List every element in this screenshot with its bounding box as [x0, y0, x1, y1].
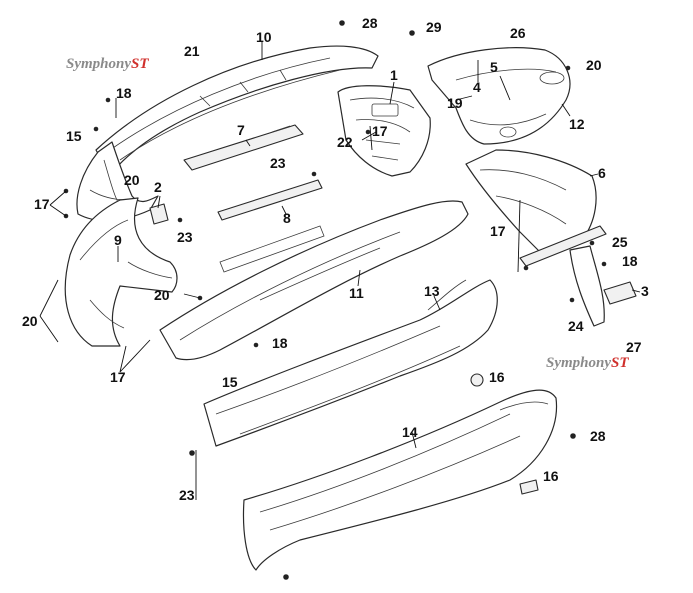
callout-24: 24: [568, 318, 584, 334]
logo-symphony-st-top: SymphonyST: [66, 56, 149, 72]
logo-symphony-st-bottom: SymphonyST: [546, 355, 629, 371]
callout-16-a: 16: [489, 369, 505, 385]
callout-20-right: 20: [586, 57, 602, 73]
callout-25: 25: [612, 234, 628, 250]
logo-word: Symphony: [546, 355, 611, 371]
part-1-rear-cowl: [337, 85, 431, 177]
callout-5: 5: [490, 59, 498, 75]
leader-lines: [39, 42, 641, 500]
part-14-lower-side-skirt: [242, 389, 558, 571]
callout-28-top: 28: [362, 15, 378, 31]
callout-27: 27: [626, 339, 642, 355]
callout-15-top: 15: [66, 128, 82, 144]
part-16-clip-b: [519, 479, 539, 495]
callout-18-mid: 18: [272, 335, 288, 351]
callout-8: 8: [283, 210, 291, 226]
callout-18-top: 18: [116, 85, 132, 101]
callout-1: 1: [390, 67, 398, 83]
part-10-upper-side-cover: [95, 45, 379, 176]
callout-21: 21: [184, 43, 200, 59]
callout-23-clip: 23: [177, 229, 193, 245]
callout-20-left: 20: [22, 313, 38, 329]
callout-18-right: 18: [622, 253, 638, 269]
callout-23-strip: 23: [270, 155, 286, 171]
callout-14: 14: [402, 424, 418, 440]
callout-11: 11: [349, 285, 364, 301]
callout-12: 12: [569, 116, 585, 132]
callout-19: 19: [447, 95, 463, 111]
callout-20-upper: 20: [124, 172, 140, 188]
part-11-floor-side-cover: [159, 200, 469, 361]
callout-2: 2: [154, 179, 162, 195]
part-rear-bracket: [519, 225, 607, 327]
callout-3: 3: [641, 283, 649, 299]
callouts: 1 2 3 4 5 6 7 8 9 10 11 12 13 14 15 15 1…: [22, 15, 649, 503]
callout-6: 6: [598, 165, 606, 181]
callout-17-fender: 17: [490, 223, 506, 239]
callout-28-bottom: 28: [590, 428, 606, 444]
callout-13: 13: [424, 283, 440, 299]
callout-17-lower: 17: [110, 369, 126, 385]
logo-word: Symphony: [66, 56, 131, 72]
callout-16-b: 16: [543, 468, 559, 484]
callout-10: 10: [256, 29, 272, 45]
fasteners: [63, 20, 607, 580]
svg-text:SymphonyST: SymphonyST: [66, 56, 149, 72]
part-8-trim-strip: [217, 179, 323, 221]
logo-suffix: ST: [611, 355, 629, 371]
svg-text:SymphonyST: SymphonyST: [546, 355, 629, 371]
part-7-trim-strip: [183, 124, 304, 171]
callout-26: 26: [510, 25, 526, 41]
callout-20-mid: 20: [154, 287, 170, 303]
callout-4: 4: [473, 79, 481, 95]
logo-suffix: ST: [131, 56, 149, 72]
callout-17-left: 17: [34, 196, 50, 212]
part-9-left-front-cover: [64, 197, 178, 347]
callout-17-cowl: 17: [372, 123, 388, 139]
callout-7: 7: [237, 122, 245, 138]
callout-22: 22: [337, 134, 353, 150]
callout-29: 29: [426, 19, 442, 35]
part-2-clip: [149, 203, 169, 225]
callout-15-bottom: 15: [222, 374, 238, 390]
part-3-reflector: [603, 281, 637, 305]
part-12-rear-top-cover: [427, 47, 571, 145]
part-16-clip-a: [470, 373, 484, 387]
callout-23-lower: 23: [179, 487, 195, 503]
callout-9: 9: [114, 232, 122, 248]
part-floor-lower-panel: [203, 279, 498, 447]
